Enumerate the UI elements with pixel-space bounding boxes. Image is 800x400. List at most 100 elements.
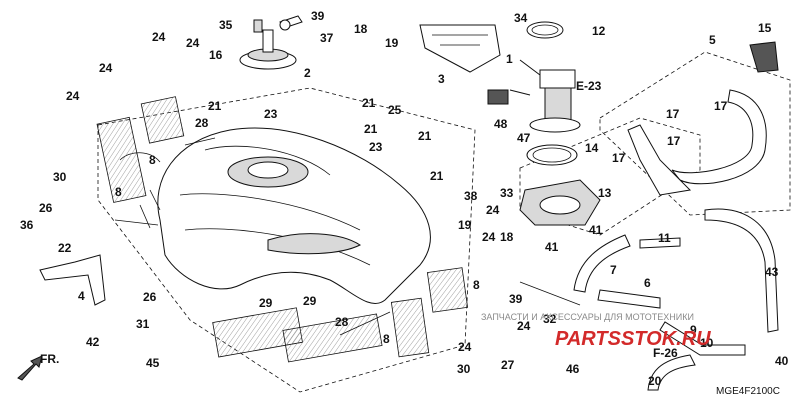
ref-e23: E-23 [576,79,602,93]
pad-29-right [282,313,383,363]
callout-38: 38 [464,189,478,203]
callout-8-a: 8 [149,153,156,167]
callout-21-a: 21 [362,96,376,110]
callout-25: 25 [388,103,402,117]
callout-4: 4 [78,289,85,303]
callout-46: 46 [566,362,580,376]
callout-2: 2 [304,66,311,80]
callout-39: 39 [311,9,325,23]
callout-14: 14 [585,141,599,155]
callout-16: 16 [209,48,223,62]
callout-33: 33 [500,186,514,200]
callout-27: 27 [501,358,515,372]
callout-24-a: 24 [152,30,166,44]
callout-28-a: 28 [195,116,209,130]
hose-assembly-frame [599,51,791,216]
callout-41-a: 41 [545,240,559,254]
fuel-pump [487,59,581,133]
callout-17-d: 17 [714,99,728,113]
hose-6 [597,289,661,309]
hose-7 [573,234,631,293]
front-direction-indicator: FR. [17,352,59,381]
callout-36: 36 [20,218,34,232]
hose-clip [749,41,779,73]
callout-39-b: 39 [509,292,523,306]
strip-28-bottom [339,311,391,336]
callout-8-c: 8 [473,278,480,292]
callout-43: 43 [765,265,779,279]
callout-1: 1 [506,52,513,66]
tank-assembly-frame [97,87,476,393]
callout-19-a: 19 [385,36,399,50]
pad-8-right [426,267,469,313]
callout-20: 20 [648,374,662,388]
callout-47: 47 [517,131,531,145]
callout-35: 35 [219,18,233,32]
callout-9: 9 [690,323,697,337]
callout-24-h: 24 [458,340,472,354]
callout-24-g: 24 [517,319,531,333]
strip-28-top [184,137,216,146]
callout-17-a: 17 [666,107,680,121]
pad-29-left [212,307,303,358]
callout-30: 30 [53,170,67,184]
callout-3: 3 [438,72,445,86]
callout-8-d: 8 [383,332,390,346]
callout-24-e: 24 [486,203,500,217]
watermark-subtitle: ЗАПЧАСТИ И АКСЕССУАРЫ ДЛЯ МОТОТЕХНИКИ [481,312,694,322]
callout-26-b: 26 [143,290,157,304]
callout-31: 31 [136,317,150,331]
callout-40: 40 [775,354,789,368]
callout-23-a: 23 [264,107,278,121]
diagram-code: MGE4F2100C [716,386,780,397]
callout-11: 11 [658,231,671,245]
callout-24-d: 24 [66,89,80,103]
callout-28-b: 28 [335,315,349,329]
callout-45: 45 [146,356,160,370]
callout-29-a: 29 [259,296,273,310]
pad-8-left [96,116,147,203]
callout-12: 12 [592,24,606,38]
hose-43 [704,208,779,333]
pad-8-bottom [390,297,430,358]
hose-9 [659,321,746,356]
callout-21-d: 21 [418,129,432,143]
front-arrow-icon [17,355,43,381]
callout-5: 5 [709,33,716,47]
callout-24-b: 24 [186,36,200,50]
callout-6: 6 [644,276,651,290]
front-label: FR. [40,352,59,366]
callout-7: 7 [610,263,617,277]
pad-8-left-b [140,96,185,144]
callout-19-b: 19 [458,218,472,232]
filler-cap [239,15,303,70]
ref-f26: F-26 [653,346,678,360]
watermark-brand: PARTSSTOK.RU [555,328,711,350]
callout-17-b: 17 [667,134,681,148]
callout-24-f: 24 [482,230,496,244]
callout-23-b: 23 [369,140,383,154]
callout-21-e: 21 [430,169,444,183]
pump-cover-bracket [419,24,501,73]
hose-10 [647,354,696,391]
callout-21-b: 21 [364,122,378,136]
callout-10: 10 [700,336,714,350]
callout-24-c: 24 [99,61,113,75]
callout-8-b: 8 [115,185,122,199]
hose-right-mid [627,124,692,196]
callout-41-b: 41 [589,223,603,237]
callout-18-b: 18 [500,230,514,244]
callout-48: 48 [494,117,508,131]
callout-labels: 35 39 18 34 12 15 24 24 16 19 37 3 1 5 2… [20,9,789,388]
side-bracket [39,254,106,306]
callout-13: 13 [598,186,612,200]
callout-18: 18 [354,22,368,36]
callout-21-c: 21 [208,99,222,113]
callout-42: 42 [86,335,100,349]
callout-30-b: 30 [457,362,471,376]
callout-34: 34 [514,11,528,25]
callout-37: 37 [320,31,334,45]
callout-22: 22 [58,241,72,255]
callout-17-c: 17 [612,151,626,165]
